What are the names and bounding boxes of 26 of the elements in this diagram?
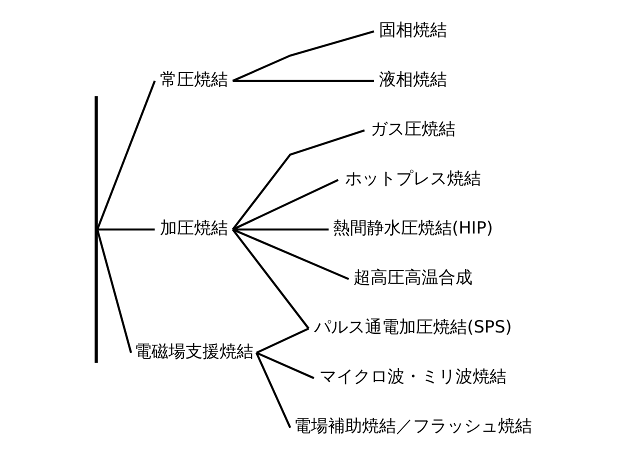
node-text: ホットプレス焼結 [344,168,481,188]
node-text: パルス通電加圧焼結(SPS) [314,316,512,337]
node-text: 加圧焼結 [160,218,228,238]
connector [256,328,310,354]
node-text: 電磁場支援焼結 [134,340,254,361]
node-text: 電場補助焼結／フラッシュ焼結 [294,416,532,436]
connector [232,179,339,230]
node-text: 超高圧高温合成 [353,267,472,288]
connector [232,228,310,330]
connector [256,352,314,380]
connector [256,352,292,428]
connector [232,80,374,82]
node-bar [94,96,98,363]
node-text: 常圧焼結 [160,68,228,89]
node-text: マイクロ波・ミリ波焼結 [319,366,506,386]
connector [232,129,365,230]
node-text: ガス圧焼結 [370,118,456,138]
node-text: 熱間静水圧焼結(HIP) [333,218,493,238]
connector [96,80,156,230]
node-text: 液相焼結 [378,68,447,89]
connector [96,229,132,354]
connector [97,228,155,231]
connector [232,228,329,231]
connector [232,30,374,82]
connector [232,228,350,280]
node-text: 固相焼結 [378,19,447,40]
